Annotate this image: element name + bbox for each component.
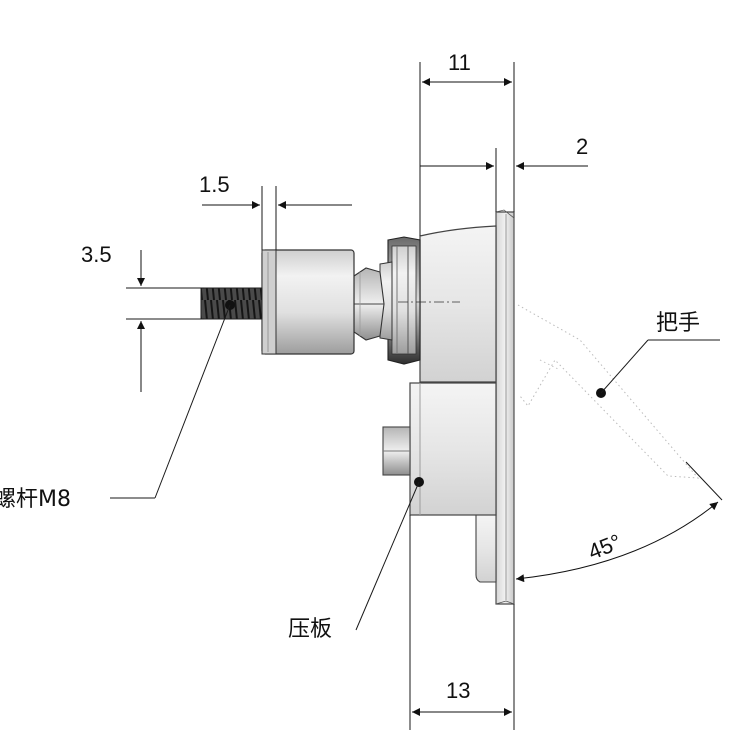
cam-collar: [379, 236, 421, 365]
dimension-3-5: 3.5: [81, 242, 204, 392]
dimension-2: 2: [420, 134, 588, 212]
press-plate-tail: [475, 514, 497, 583]
angle-dimension-45: 45°: [515, 461, 723, 583]
angle-label: 45°: [585, 529, 625, 565]
hex-nut: [353, 267, 385, 341]
dimension-1-5: 1.5: [199, 172, 352, 250]
lock-cylinder: [261, 249, 355, 355]
press-plate: [409, 382, 497, 516]
handle-leader: 把手: [596, 311, 720, 398]
dimension-2-label: 2: [576, 134, 588, 159]
dimension-13: 13: [409, 515, 515, 730]
dimension-3-5-label: 3.5: [81, 242, 112, 267]
press-plate-block: [382, 426, 411, 476]
lock-body-upper: [419, 225, 497, 383]
dimension-13-label: 13: [446, 678, 470, 703]
plate-leader: 压板: [288, 477, 424, 642]
screw-leader: 螺杆M8: [0, 300, 235, 512]
dimension-11: 11: [419, 50, 515, 236]
dimension-1-5-label: 1.5: [199, 172, 230, 197]
screw-label: 螺杆M8: [0, 487, 71, 512]
dimension-11-label: 11: [448, 50, 471, 75]
handle-ghost-outline: [517, 304, 700, 479]
plate-label: 压板: [288, 617, 332, 642]
flange-plate: [495, 209, 515, 605]
handle-label: 把手: [656, 311, 700, 336]
